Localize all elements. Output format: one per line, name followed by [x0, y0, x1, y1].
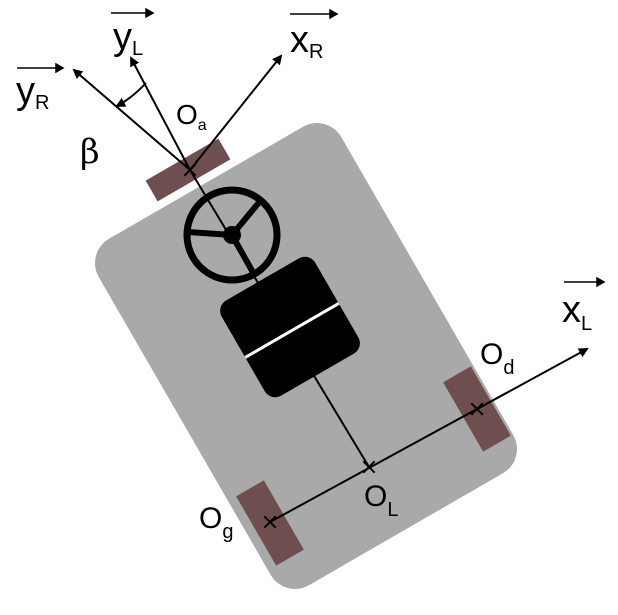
x-right-axis [189, 54, 283, 171]
marker-ol [362, 460, 376, 474]
marker-oa [183, 163, 197, 177]
steering-wheel-icon [183, 186, 281, 284]
y-right-axis [72, 68, 191, 171]
beta-angle-arc [115, 82, 147, 107]
beta-label: β [80, 132, 100, 172]
y-left-label: yL [113, 16, 143, 60]
x-left-label: xL [562, 289, 592, 335]
point-a-label: Oa [176, 99, 207, 134]
point-d-label: Od [480, 338, 514, 379]
point-g-label: Og [199, 502, 233, 543]
vector-overbars [17, 7, 606, 288]
marker-od [470, 402, 484, 416]
seat [220, 256, 360, 398]
point-markers [183, 163, 484, 529]
point-l-label: OL [364, 480, 398, 521]
x-left-axis [269, 348, 589, 523]
y-right-label: yR [16, 70, 49, 114]
marker-og [263, 515, 277, 529]
front-wheel [145, 138, 231, 202]
y-left-axis [130, 56, 191, 171]
x-right-label: xR [290, 19, 323, 63]
